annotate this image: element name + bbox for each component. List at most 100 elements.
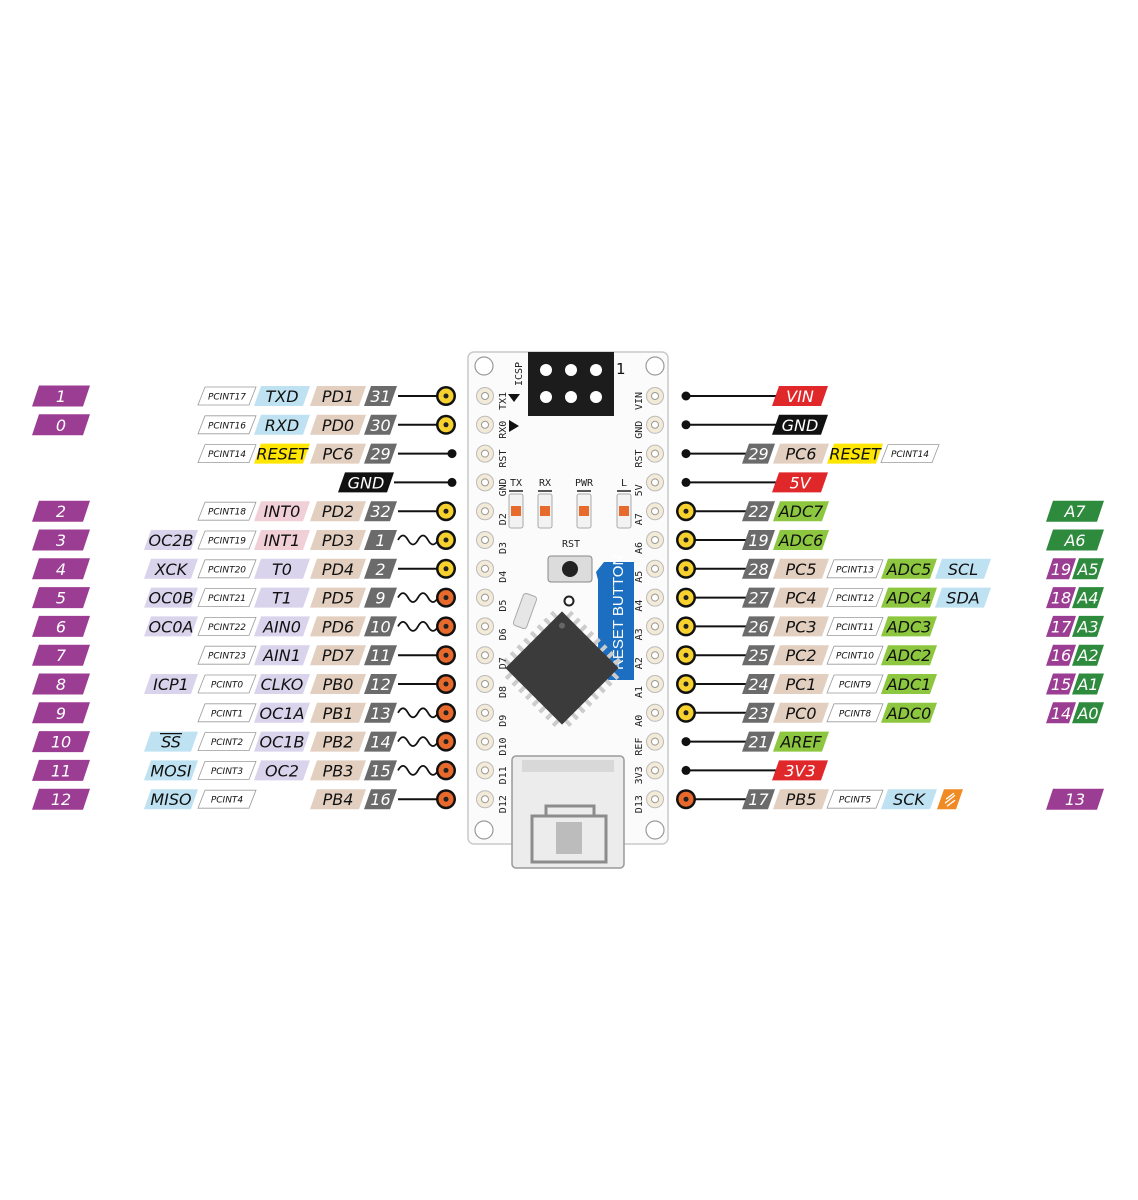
pcint-pcint19: PCINT19 bbox=[197, 530, 257, 550]
extra-oc0b: OC0B bbox=[144, 587, 198, 608]
extra-mosi: MOSI bbox=[144, 760, 198, 781]
chip-pin-10-bg bbox=[364, 616, 397, 637]
mount-hole bbox=[474, 356, 494, 376]
arduino-pin-8: 8 bbox=[32, 673, 90, 695]
port-pd0-text: PD0 bbox=[322, 416, 354, 435]
func-adc1-text: ADC1 bbox=[886, 675, 932, 694]
header-pad-hole bbox=[481, 449, 489, 458]
arduino-pin-19-bg bbox=[1046, 558, 1076, 580]
chip-pin-30-text: 30 bbox=[370, 416, 390, 435]
port-pd2-bg bbox=[310, 501, 366, 522]
header-pad-hole bbox=[481, 507, 489, 516]
chip-pin-24: 24 bbox=[742, 674, 775, 694]
arduino-pin-9: 9 bbox=[32, 702, 90, 724]
chip-pin-24-text: 24 bbox=[748, 675, 768, 694]
port-pc0: PC0 bbox=[773, 702, 829, 723]
chip-pin-23-text: 23 bbox=[748, 704, 768, 723]
extra-oc0a: OC0A bbox=[144, 616, 198, 637]
func-reset: RESET bbox=[827, 443, 883, 464]
chip-pin-29: 29 bbox=[742, 443, 775, 464]
port-pc6-text: PC6 bbox=[786, 445, 817, 464]
pcint-pcint4: PCINT4 bbox=[197, 789, 257, 809]
port-pd1-text: PD1 bbox=[322, 387, 354, 406]
func-oc1b-text: OC1B bbox=[260, 733, 305, 752]
arduino-pin-10: 10 bbox=[32, 731, 90, 753]
arduino-pin-7-bg bbox=[32, 644, 90, 666]
func-clko: CLKO bbox=[254, 674, 310, 694]
port-pd7-text: PD7 bbox=[322, 646, 355, 665]
arduino-pin-19-text: 19 bbox=[1051, 560, 1071, 579]
pcint-pcint16-text: PCINT16 bbox=[208, 421, 246, 431]
rx-arrow-icon bbox=[509, 420, 519, 432]
chip-pin-15-text: 15 bbox=[370, 761, 390, 780]
func-adc7-bg bbox=[773, 501, 829, 522]
analog-a4-text: A4 bbox=[1076, 589, 1098, 608]
arduino-pin-3-bg bbox=[32, 529, 90, 551]
port-pb0-text: PB0 bbox=[323, 675, 354, 694]
extra-miso-bg bbox=[144, 789, 198, 810]
right-pad-hole bbox=[683, 710, 689, 716]
arduino-pin-5: 5 bbox=[32, 587, 90, 609]
tx-arrow-icon bbox=[508, 394, 520, 402]
func-t0-text: T0 bbox=[272, 560, 292, 579]
header-pad-hole bbox=[481, 795, 489, 804]
chip-pin-25-text: 25 bbox=[748, 646, 768, 665]
chip-pin-22-text: 22 bbox=[748, 502, 768, 521]
chip-pin-11-text: 11 bbox=[370, 646, 390, 665]
extra-icp1-bg bbox=[144, 674, 198, 694]
extra-oc2b: OC2B bbox=[144, 530, 198, 550]
port-pd7: PD7 bbox=[310, 645, 366, 666]
header-pad-hole bbox=[651, 680, 659, 688]
arduino-pin-14-bg bbox=[1046, 702, 1076, 724]
right-pad-hole bbox=[683, 681, 689, 687]
header-pad-hole bbox=[651, 795, 659, 804]
pcint-pcint10-bg bbox=[826, 645, 884, 665]
chip-pin-11: 11 bbox=[364, 645, 397, 666]
arduino-pin-14-text: 14 bbox=[1051, 704, 1071, 723]
silk-left-label: RST bbox=[498, 450, 509, 468]
header-pad-hole bbox=[481, 622, 489, 631]
port-pc5-bg bbox=[773, 558, 829, 579]
led-die bbox=[511, 506, 521, 516]
func-adc7: ADC7 bbox=[773, 501, 829, 522]
pcint-pcint1-text: PCINT1 bbox=[211, 709, 243, 719]
pcint-pcint23-bg bbox=[197, 645, 257, 665]
pcint-pcint9-bg bbox=[826, 674, 884, 694]
reset-button-label: RESET BUTTON bbox=[610, 555, 627, 670]
right-power-vin: VIN bbox=[772, 386, 828, 406]
func-adc0: ADC0 bbox=[881, 702, 937, 723]
chip-pin-2-text: 2 bbox=[375, 560, 385, 579]
func-oc1a-bg bbox=[254, 702, 310, 723]
pcint-pcint8: PCINT8 bbox=[826, 703, 884, 723]
chip-pin-10-text: 10 bbox=[370, 617, 390, 636]
right-pad-hole bbox=[683, 623, 689, 629]
chip-pin-22-bg bbox=[742, 501, 775, 522]
chip-pin-23-bg bbox=[742, 702, 775, 723]
analog-a1-text: A1 bbox=[1076, 675, 1098, 694]
silk-left-label: D5 bbox=[498, 600, 509, 612]
chip-pin-1: 1 bbox=[364, 530, 397, 550]
port-pb5: PB5 bbox=[773, 789, 829, 810]
silk-right-label: D13 bbox=[634, 795, 645, 813]
port-pb3: PB3 bbox=[310, 760, 366, 781]
silk-left-label: D9 bbox=[498, 715, 509, 727]
chip-pin-32-bg bbox=[364, 501, 397, 522]
arduino-pin-6-text: 6 bbox=[56, 617, 66, 636]
arduino-pin-14: 14 bbox=[1046, 702, 1076, 724]
port-pb0-bg bbox=[310, 674, 366, 694]
port-pb1: PB1 bbox=[310, 702, 366, 723]
pcint-pcint5-text: PCINT5 bbox=[839, 796, 872, 806]
port-pd3-bg bbox=[310, 530, 366, 550]
chip-pin-17-text: 17 bbox=[748, 790, 769, 809]
right-pad-hole bbox=[683, 652, 689, 658]
usb-port-tongue bbox=[556, 822, 582, 854]
right-pad-hole bbox=[683, 796, 689, 802]
analog-a5-bg bbox=[1072, 558, 1104, 580]
analog-a1-bg bbox=[1072, 673, 1104, 695]
header-pad-hole bbox=[651, 766, 659, 775]
port-pc5-text: PC5 bbox=[786, 560, 817, 579]
func-ain1: AIN1 bbox=[254, 645, 310, 666]
left-pad-hole bbox=[443, 595, 449, 601]
header-pad-hole bbox=[651, 420, 659, 429]
chip-pin-15: 15 bbox=[364, 760, 397, 781]
